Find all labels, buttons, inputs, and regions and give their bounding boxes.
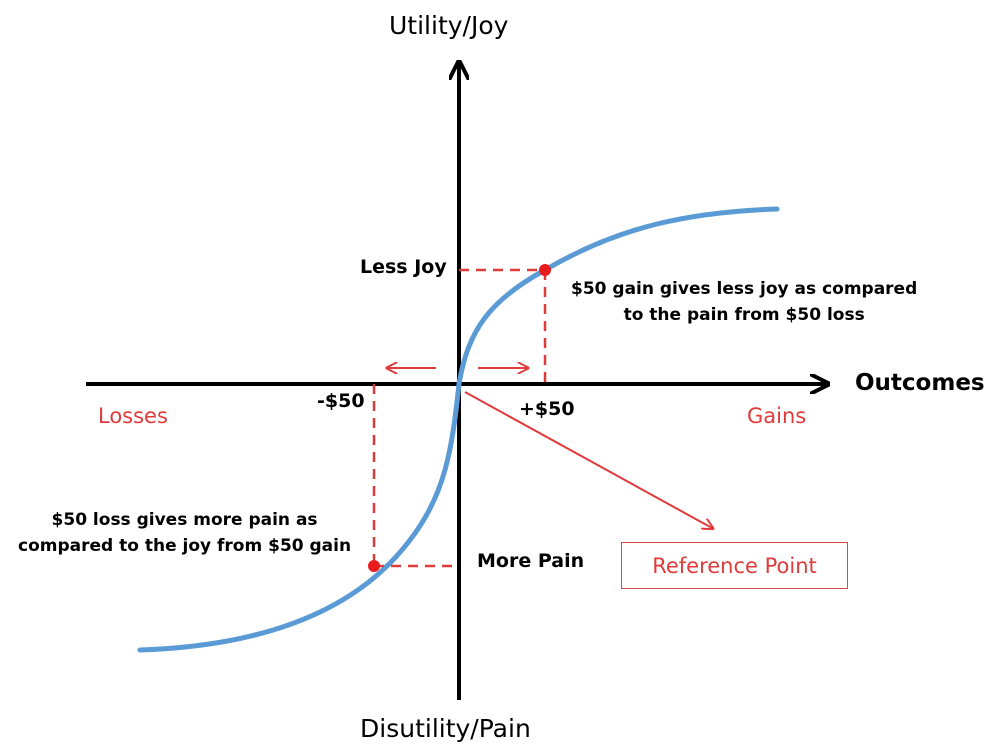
x-axis-label: Outcomes (855, 370, 985, 396)
loss-annotation: $50 loss gives more pain as compared to … (18, 507, 351, 560)
tick-label-positive: +$50 (519, 398, 575, 420)
gain-annotation: $50 gain gives less joy as compared to t… (571, 276, 917, 329)
loss-point-dot (368, 560, 380, 572)
gain-point-dot (539, 264, 551, 276)
gain-annotation-line: $50 gain gives less joy as compared (571, 279, 918, 299)
more-pain-label: More Pain (477, 550, 585, 572)
tick-label-negative: -$50 (317, 390, 365, 412)
gain-annotation-line: to the pain from $50 loss (623, 305, 865, 326)
y-axis-bottom-label: Disutility/Pain (360, 714, 531, 743)
gains-label: Gains (747, 404, 807, 428)
reference-point-pointer (464, 391, 712, 528)
loss-annotation-line: compared to the joy from $50 gain (18, 536, 352, 557)
y-axis-top-label: Utility/Joy (389, 11, 509, 40)
value-curve (137, 206, 780, 653)
loss-annotation-line: $50 loss gives more pain as (51, 510, 318, 530)
reference-point-box: Reference Point (621, 542, 848, 589)
losses-label: Losses (98, 404, 168, 428)
less-joy-label: Less Joy (360, 256, 447, 278)
